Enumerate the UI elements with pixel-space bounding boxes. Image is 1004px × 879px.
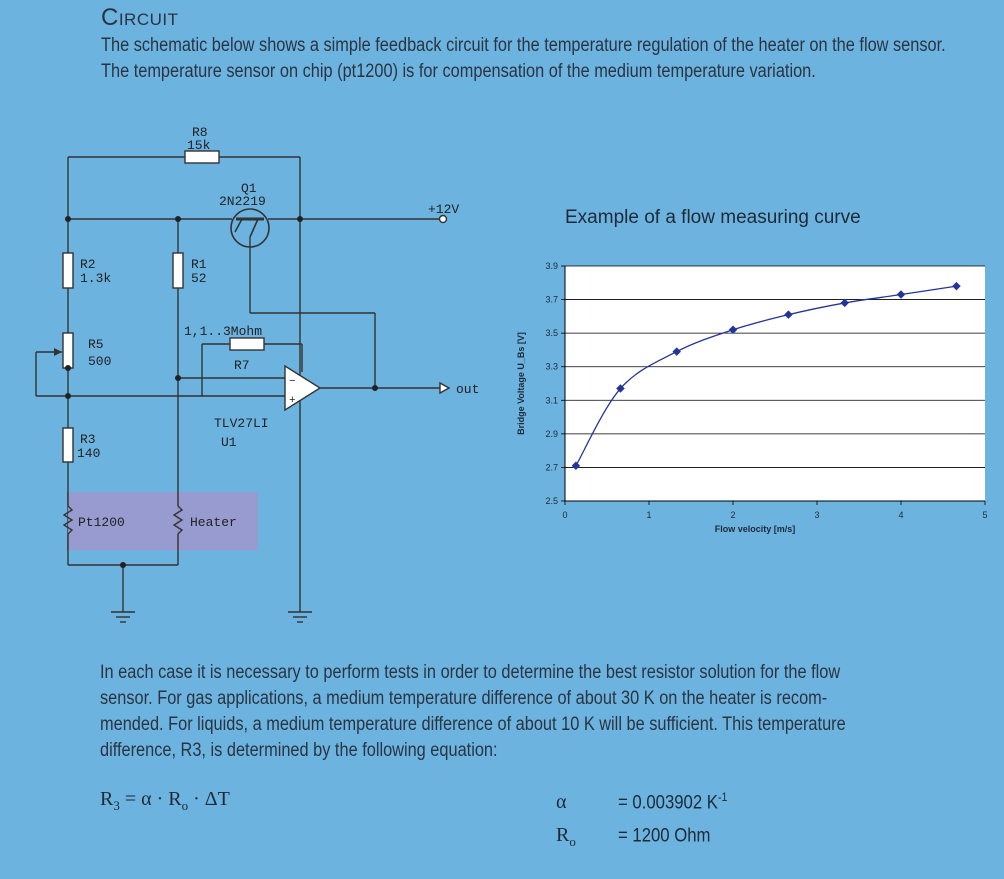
r3-value: 140 — [77, 446, 100, 461]
body-paragraph: In each case it is necessary to perform … — [100, 660, 913, 764]
y-tick-label: 3.9 — [545, 261, 558, 271]
x-tick-label: 0 — [562, 510, 567, 520]
r3-label: R3 — [80, 432, 96, 447]
equation-rhs-sub: o — [181, 798, 189, 813]
r5-label: R5 — [88, 337, 104, 352]
body-line: difference, R3, is determined by the fol… — [100, 740, 498, 761]
r7-label: R7 — [234, 358, 250, 373]
y-tick-label: 3.5 — [545, 328, 558, 338]
constant-symbol-sub: o — [569, 834, 576, 850]
supply-label: +12V — [428, 202, 459, 217]
r2-label: R2 — [80, 257, 96, 272]
body-line: mended. For liquids, a medium temperatur… — [100, 714, 846, 735]
intro-paragraph: The schematic below shows a simple feedb… — [101, 33, 946, 85]
opamp-plus-sign: + — [289, 395, 296, 407]
output-label: out — [456, 382, 479, 397]
u1-part: TLV27LI — [214, 416, 269, 431]
y-tick-label: 3.1 — [545, 395, 558, 405]
q1-part: 2N2219 — [219, 194, 266, 209]
x-tick-label: 1 — [646, 510, 651, 520]
constant-alpha: α = 0.003902 K-1 — [556, 790, 742, 817]
r8-value: 15k — [187, 138, 211, 153]
x-axis-label: Flow velocity [m/s] — [715, 524, 796, 534]
equation-rhs: = α · R — [119, 788, 182, 810]
constant-value-text: = 0.003902 K — [618, 792, 718, 814]
pt1200-label: Pt1200 — [78, 515, 125, 530]
r3-equation: R3 = α · Ro · ΔT — [100, 788, 230, 814]
constant-value: = 0.003902 K-1 — [618, 790, 727, 814]
constant-value-text: = 1200 Ohm — [618, 825, 711, 847]
body-line: sensor. For gas applications, a medium t… — [100, 688, 828, 709]
x-tick-label: 5 — [982, 510, 987, 520]
r8-label: R8 — [192, 125, 208, 140]
y-tick-label: 2.9 — [545, 429, 558, 439]
x-tick-label: 3 — [814, 510, 819, 520]
y-axis-label: Bridge Voltage U_Bs [V] — [516, 332, 526, 435]
constant-symbol: Ro — [556, 824, 618, 850]
y-tick-label: 2.5 — [545, 496, 558, 506]
chart-title: Example of a flow measuring curve — [565, 207, 861, 228]
y-tick-label: 3.3 — [545, 362, 558, 372]
equation-lhs: R — [100, 788, 114, 810]
x-tick-label: 4 — [898, 510, 903, 520]
r7-range: 1,1..3Mohm — [184, 324, 262, 339]
constant-symbol: α — [556, 791, 618, 817]
data-point — [840, 298, 849, 308]
u1-label: U1 — [221, 435, 237, 450]
r1-label: R1 — [191, 257, 207, 272]
heater-label: Heater — [190, 515, 237, 530]
equation-rhs-tail: · ΔT — [188, 788, 230, 810]
constant-value: = 1200 Ohm — [618, 823, 710, 847]
r5-value: 500 — [88, 354, 111, 369]
data-point — [571, 461, 581, 470]
opamp-minus-sign: − — [289, 376, 296, 388]
y-tick-label: 2.7 — [545, 462, 558, 472]
intro-text: The schematic below shows a simple feedb… — [101, 35, 946, 82]
r1-value: 52 — [191, 271, 207, 286]
q1-label: Q1 — [241, 181, 257, 196]
constant-symbol-text: R — [556, 824, 570, 847]
r2-value: 1.3k — [80, 271, 111, 286]
equation-lhs-sub: 3 — [113, 798, 120, 813]
x-tick-label: 2 — [730, 510, 735, 520]
constant-symbol-text: α — [556, 791, 567, 814]
flow-curve-chart: Example of a flow measuring curve 2.5 2.7… — [516, 207, 988, 534]
constant-r0: Ro= 1200 Ohm — [556, 823, 723, 850]
data-point — [672, 347, 681, 356]
circuit-schematic: R8 15k Q1 2N2219 +12V R2 1.3k R1 52 R5 5… — [35, 125, 479, 623]
constant-unit-exponent: -1 — [717, 790, 728, 804]
y-tick-label: 3.7 — [545, 295, 558, 305]
section-heading: Circuit — [101, 4, 179, 31]
plot-area — [565, 266, 985, 501]
body-line: In each case it is necessary to perform … — [100, 662, 841, 683]
